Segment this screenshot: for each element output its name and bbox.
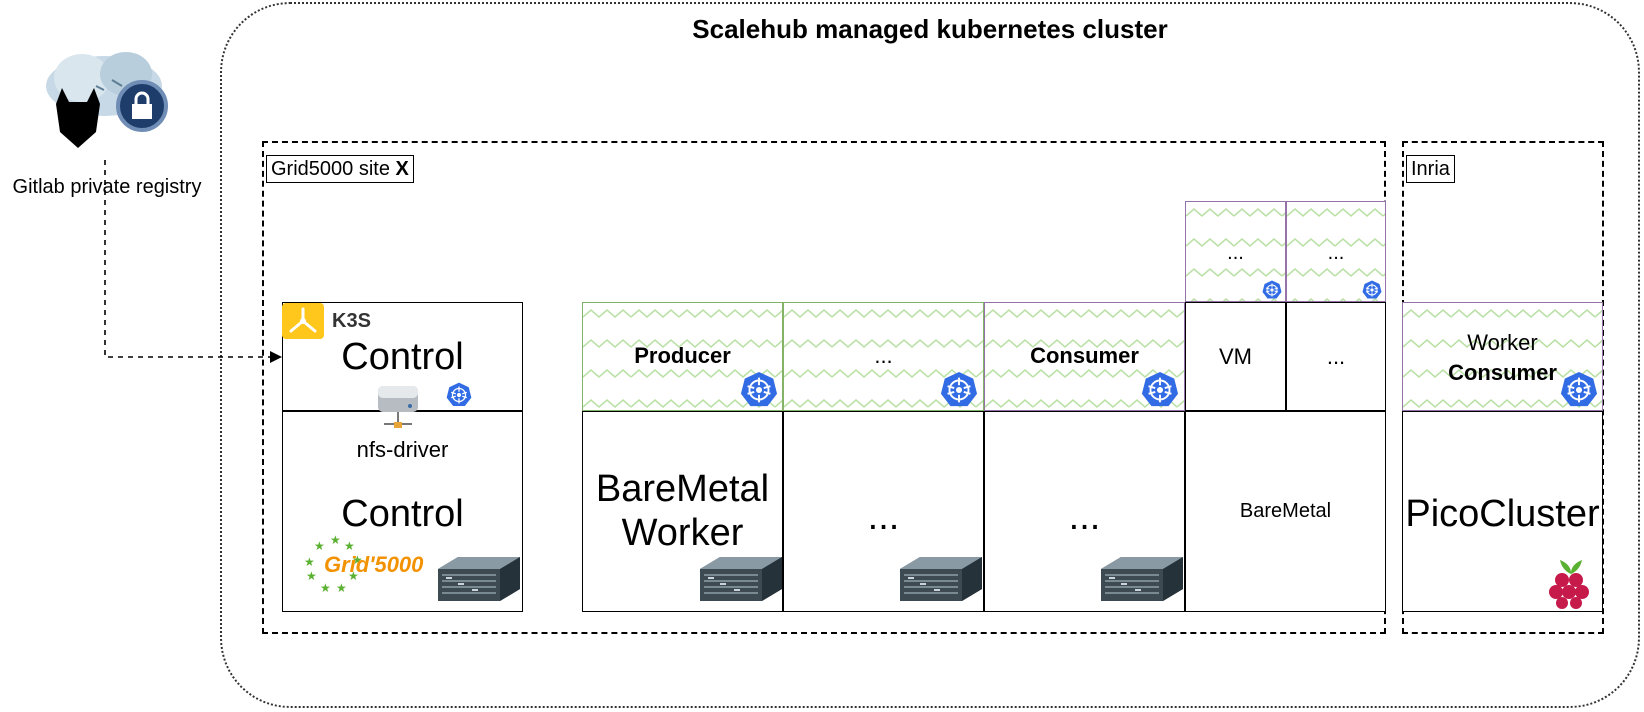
- control-pod-label: Control: [341, 336, 464, 378]
- server-icon: [700, 555, 782, 603]
- worker-consumer-pod-line1: Worker: [1467, 330, 1538, 355]
- baremetal-node: BareMetal: [1185, 411, 1386, 612]
- node-placeholder-label: ...: [1068, 496, 1101, 538]
- kubernetes-icon: [740, 371, 778, 409]
- svg-text:★: ★: [348, 569, 359, 583]
- k3s-logo-text: K3S: [332, 310, 371, 332]
- cluster-title: Scalehub managed kubernetes cluster: [692, 14, 1168, 44]
- kubernetes-icon: [446, 382, 472, 408]
- grid5000-stars-icon: ★★★★ ★★★★★: [304, 533, 363, 595]
- storage-drive-icon: [378, 386, 418, 428]
- pod-placeholder: [783, 302, 984, 411]
- pod-placeholder-label: ...: [874, 343, 893, 368]
- vm-pod-label: ...: [1227, 241, 1244, 264]
- kubernetes-icon: [1141, 371, 1179, 409]
- svg-text:★: ★: [320, 581, 331, 595]
- site-inria-label: Inria: [1406, 155, 1455, 183]
- baremetal-worker-line1: BareMetal: [595, 468, 770, 510]
- picocluster-node-label: PicoCluster: [1405, 493, 1600, 535]
- producer-pod: [582, 302, 783, 411]
- nfs-driver-label: nfs-driver: [356, 437, 449, 462]
- server-icon: [438, 555, 520, 603]
- gitlab-lock-cloud-icon: [46, 52, 168, 148]
- vm-box: VM: [1185, 302, 1286, 411]
- consumer-pod-label: Consumer: [1030, 343, 1139, 368]
- kubernetes-icon: [1560, 371, 1598, 409]
- raspberry-pi-icon: [1549, 560, 1589, 609]
- server-icon: [900, 555, 982, 603]
- vm-box-placeholder: ...: [1286, 302, 1386, 411]
- svg-text:★: ★: [330, 533, 341, 547]
- kubernetes-icon: [1362, 280, 1382, 300]
- svg-text:★: ★: [304, 555, 315, 569]
- vm-pod-label: ...: [1327, 241, 1345, 264]
- site-grid5000-label: Grid5000 site X: [266, 155, 414, 183]
- svg-text:★: ★: [336, 581, 347, 595]
- grid5000-logo-text: Grid'5000: [324, 552, 424, 577]
- kubernetes-icon: [940, 371, 978, 409]
- baremetal-worker-line2: Worker: [621, 512, 744, 554]
- svg-text:★: ★: [306, 569, 317, 583]
- svg-text:★: ★: [314, 539, 325, 553]
- registry-to-control-arrow: [104, 160, 282, 363]
- server-icon: [1101, 555, 1183, 603]
- registry-label: Gitlab private registry: [0, 176, 220, 199]
- svg-text:★: ★: [352, 553, 363, 567]
- kubernetes-cluster-boundary: [220, 2, 1640, 708]
- worker-consumer-pod-line2: Consumer: [1448, 360, 1557, 385]
- k3s-logo-icon: [282, 303, 324, 339]
- kubernetes-icon: [1262, 280, 1282, 300]
- control-node-label: Control: [341, 493, 464, 535]
- node-placeholder-label: ...: [867, 496, 900, 538]
- producer-pod-label: Producer: [634, 343, 731, 368]
- svg-text:★: ★: [344, 539, 355, 553]
